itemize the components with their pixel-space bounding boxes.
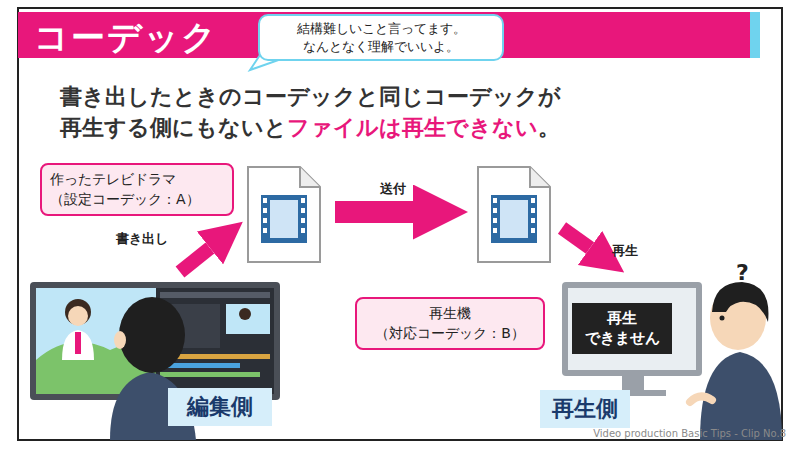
side-label: 編集側 [168, 388, 272, 426]
statement-text: 。 [538, 113, 560, 143]
statement-emphasis: ファイルは再生できない [287, 113, 538, 143]
callout-box: 作ったテレビドラマ （設定コーデック：A） [40, 163, 234, 216]
statement-line: 再生する側にもないとファイルは再生できない。 [60, 113, 560, 143]
footer-text: Video production Basic Tips - Clip No.8 [593, 428, 786, 439]
side-label: 再生側 [540, 390, 630, 428]
arrow-label: 書き出し [116, 230, 168, 248]
node-text: 再生側 [546, 394, 624, 424]
statement-text: 再生する側にもないと [60, 113, 287, 143]
node-text: 再生機 （対応コーデック：B） [365, 303, 535, 344]
node-text: 再生 できません [576, 308, 668, 349]
node-text: 編集側 [174, 392, 266, 422]
question-mark: ? [736, 260, 749, 285]
speech-bubble: 結構難しいこと言ってます。 なんとなく理解でいいよ。 [258, 14, 504, 61]
arrow-label: 送付 [380, 180, 406, 198]
screen-message: 再生 できません [572, 303, 672, 354]
callout-box: 再生機 （対応コーデック：B） [355, 297, 545, 350]
statement-text: 書き出したときのコーデックと同じコーデックが [60, 82, 561, 112]
node-text: 作ったテレビドラマ （設定コーデック：A） [50, 169, 224, 210]
title-text: コーデック [34, 15, 218, 61]
arrow-label: 再生 [612, 242, 638, 260]
node-text: 結構難しいこと言ってます。 なんとなく理解でいいよ。 [268, 20, 494, 55]
